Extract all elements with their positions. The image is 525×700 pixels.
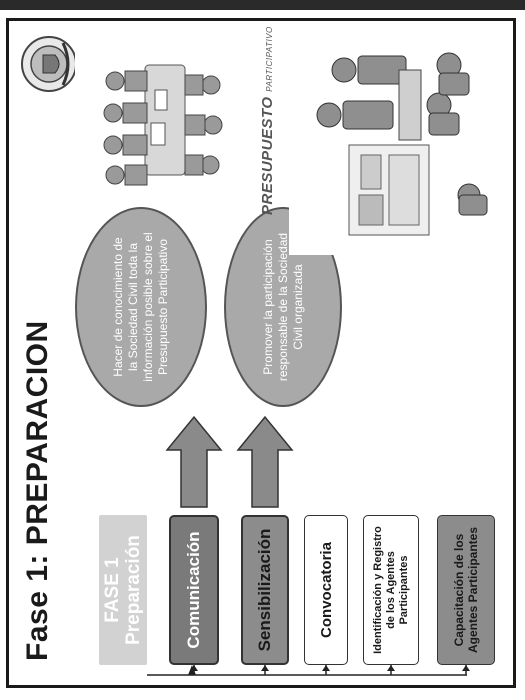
arrow-head-con <box>322 665 330 671</box>
arrow-head-com <box>190 665 198 671</box>
step-sensibilizacion: Sensibilización <box>241 515 289 665</box>
step-capacitacion: Capacitación de los Agentes Participante… <box>437 515 495 665</box>
workshop-illustration <box>289 33 505 255</box>
watermark-sub: PARTICIPATIVO <box>265 26 274 92</box>
step-identificacion: Identificación y Registro de los Agentes… <box>363 515 419 665</box>
block-arrow-2 <box>236 415 294 508</box>
fase-1-line1: FASE 1 <box>102 557 123 623</box>
rotated-slide: Fase 1: PREPARACION FASE 1 Preparación <box>9 21 513 685</box>
fase-1-line2: Preparación <box>123 535 144 645</box>
watermark-main: PRESUPUESTO <box>259 96 276 215</box>
step-convocatoria: Convocatoria <box>304 515 348 665</box>
connectors <box>147 415 470 676</box>
arrow-head-ide <box>387 665 395 671</box>
arrow-head-sen <box>261 665 269 671</box>
municipal-seal-icon <box>21 36 77 92</box>
meeting-illustration <box>75 35 255 205</box>
slide-canvas: Fase 1: PREPARACION FASE 1 Preparación <box>9 21 513 685</box>
block-arrow-1 <box>165 415 223 508</box>
step-comunicacion: Comunicación <box>169 515 219 665</box>
fase-1-box: FASE 1 Preparación <box>99 515 147 665</box>
goal-ellipse-1: Hacer de conocimiento de la Sociedad Civ… <box>75 207 207 407</box>
presupuesto-watermark: PRESUPUESTO PARTICIPATIVO <box>259 26 276 215</box>
arrow-head-cap <box>462 665 470 671</box>
top-bar <box>0 0 525 10</box>
